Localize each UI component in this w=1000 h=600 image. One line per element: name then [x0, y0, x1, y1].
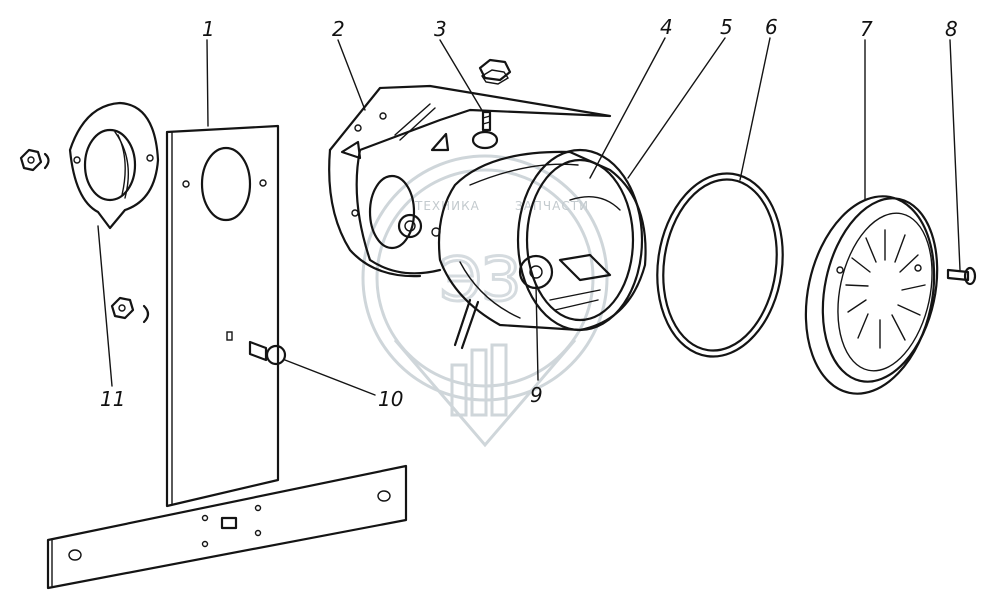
- lens-part: [804, 195, 939, 395]
- callout-3: 3: [434, 17, 447, 41]
- callout-labels: 1 2 3 4 5 6 7 8 9 10 11: [100, 15, 958, 411]
- callout-9: 9: [530, 383, 543, 407]
- callout-6: 6: [765, 15, 778, 39]
- gasket-ring-part: [656, 172, 784, 358]
- watermark-logo: ТЕХНИКА ЗАПЧАСТИ ЭЗ: [361, 154, 609, 448]
- bolt-part: [471, 58, 512, 150]
- callout-4: 4: [660, 15, 673, 39]
- callout-1: 1: [202, 17, 215, 41]
- lamp-housing-part: [431, 148, 647, 350]
- watermark-logo-letters: ЭЗ: [440, 245, 520, 315]
- watermark-text-right: ЗАПЧАСТИ: [515, 199, 589, 213]
- watermark-text-left: ТЕХНИКА: [414, 199, 480, 213]
- callout-5: 5: [720, 15, 733, 39]
- lamp-bracket-part: [328, 84, 612, 278]
- leader-lines: [97, 37, 961, 396]
- callout-11: 11: [100, 387, 125, 411]
- callout-7: 7: [860, 17, 873, 41]
- flange-part: [19, 101, 160, 324]
- screw-part: [946, 266, 977, 286]
- mounting-bracket-part: [46, 124, 408, 590]
- callout-2: 2: [332, 17, 345, 41]
- callout-10: 10: [378, 387, 403, 411]
- callout-8: 8: [945, 17, 958, 41]
